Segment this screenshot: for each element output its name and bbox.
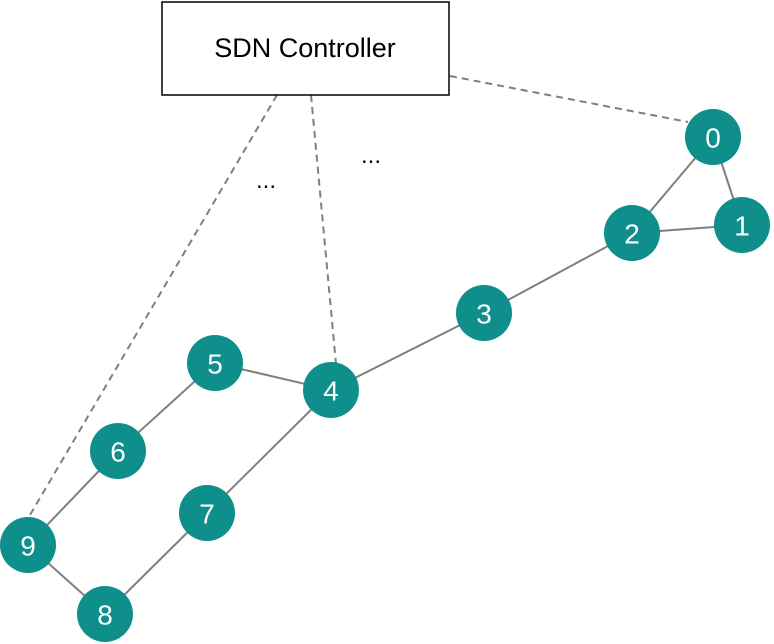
controller-link-0 [449, 75, 689, 123]
switch-node-1: 1 [714, 197, 770, 253]
switch-node-label: 4 [323, 376, 339, 407]
switch-node-label: 1 [734, 211, 750, 242]
sdn-controller: SDN Controller [161, 1, 450, 96]
switch-node-circle [456, 285, 512, 341]
switch-node-8: 8 [77, 586, 133, 642]
switch-node-7: 7 [179, 485, 235, 541]
switch-node-label: 7 [199, 499, 215, 530]
link-7-4 [206, 389, 332, 514]
sdn-controller-box [161, 1, 450, 96]
switch-node-circle [303, 362, 359, 418]
switch-node-circle [0, 517, 56, 573]
switch-node-label: 5 [207, 349, 223, 380]
switch-node-2: 2 [604, 205, 660, 261]
switch-node-circle [714, 197, 770, 253]
controller-links [29, 75, 689, 516]
switch-node-label: 9 [20, 531, 36, 562]
switch-node-label: 3 [476, 299, 492, 330]
controller-link-9 [29, 94, 278, 516]
switch-node-circle [179, 485, 235, 541]
link-2-3 [483, 232, 633, 314]
switch-node-label: 2 [624, 219, 640, 250]
switch-node-label: 0 [705, 123, 721, 154]
switch-node-9: 9 [0, 517, 56, 573]
switch-node-circle [604, 205, 660, 261]
switch-node-0: 0 [685, 109, 741, 165]
sdn-controller-label: SDN Controller [214, 33, 396, 63]
switch-node-circle [187, 335, 243, 391]
switch-node-circle [685, 109, 741, 165]
controller-link-4 [310, 94, 337, 365]
switch-nodes: 0 1 2 3 4 5 6 7 8 9 [0, 109, 770, 642]
link-3-4 [330, 312, 485, 391]
switch-node-circle [77, 586, 133, 642]
switch-node-3: 3 [456, 285, 512, 341]
switch-node-label: 8 [97, 600, 113, 631]
ellipsis-right: ... [361, 142, 381, 169]
switch-node-6: 6 [90, 423, 146, 479]
switch-node-circle [90, 423, 146, 479]
switch-node-5: 5 [187, 335, 243, 391]
switch-node-label: 6 [110, 437, 126, 468]
ellipsis-left: ... [256, 167, 276, 194]
switch-node-4: 4 [303, 362, 359, 418]
